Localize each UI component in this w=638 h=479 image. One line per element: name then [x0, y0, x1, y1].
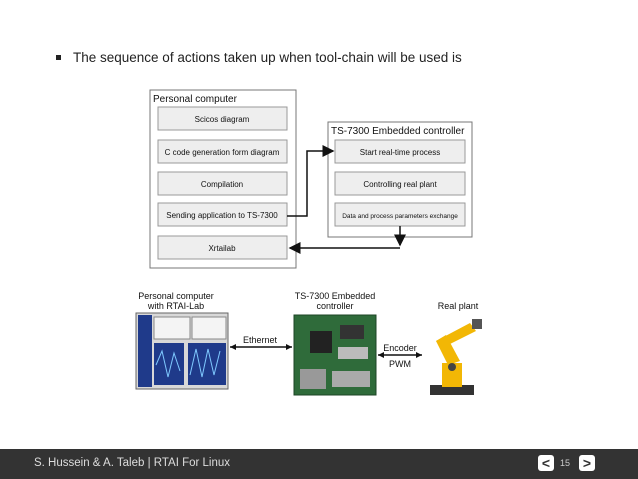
ts-title: TS-7300 Embedded controller: [331, 126, 465, 137]
pc-step-box: [157, 106, 288, 131]
page-number: 15: [560, 458, 571, 468]
footer-author-title: S. Hussein & A. Taleb | RTAI For Linux: [34, 457, 231, 469]
screen-waveform: [189, 348, 221, 378]
ts-photo-label-1: TS-7300 Embedded: [295, 291, 376, 301]
ethernet-label: Ethernet: [243, 335, 278, 345]
pc-step-label: Sending application to TS-7300: [166, 211, 278, 220]
screen-window: [191, 316, 227, 340]
board-chip: [340, 325, 364, 339]
pc-step-label: Xrtailab: [208, 244, 236, 253]
pc-step-box: [157, 202, 288, 227]
screen-plot: [154, 343, 184, 385]
bullet-point: The sequence of actions taken up when to…: [56, 50, 462, 65]
hardware-photo: Personal computer with RTAI-Lab Ethernet…: [135, 291, 482, 396]
screen-window: [153, 316, 191, 340]
footer-bar: S. Hussein & A. Taleb | RTAI For Linux <…: [0, 449, 638, 479]
ts-step-label: Controlling real plant: [363, 180, 437, 189]
next-slide-button[interactable]: >: [579, 455, 595, 471]
board-chip: [310, 331, 332, 353]
plant-label: Real plant: [438, 301, 479, 311]
robot-arm-image: [430, 319, 482, 395]
send-arrow: [287, 145, 335, 217]
prev-slide-button[interactable]: <: [538, 455, 554, 471]
screen-waveform: [155, 349, 181, 378]
pc-step-label: Scicos diagram: [195, 115, 250, 124]
pc-step-box: [157, 235, 288, 260]
flow-diagram: Personal computer Scicos diagram C code …: [149, 89, 473, 269]
pc-step-box: [157, 171, 288, 196]
pc-photo-label-2: with RTAI-Lab: [147, 301, 204, 311]
board-connector: [300, 369, 326, 389]
pwm-label: PWM: [389, 359, 411, 369]
ts-step-box: [334, 139, 466, 164]
bullet-text: The sequence of actions taken up when to…: [73, 50, 462, 65]
board-connector: [338, 347, 368, 359]
bullet-marker: [56, 55, 61, 60]
pc-title: Personal computer: [153, 94, 238, 105]
pc-step-label: C code generation form diagram: [165, 148, 280, 157]
pc-step-label: Compilation: [201, 180, 243, 189]
pc-photo-label-1: Personal computer: [138, 291, 214, 301]
screen-panel: [138, 315, 152, 387]
board-connector: [332, 371, 370, 387]
ts-step-box: [334, 171, 466, 196]
ts-photo-label-2: controller: [316, 301, 353, 311]
encoder-label: Encoder: [383, 343, 417, 353]
ts-step-label: Start real-time process: [360, 148, 440, 157]
screen-plot: [188, 343, 226, 385]
pc-step-box: [157, 139, 288, 164]
ts-step-label: Data and process parameters exchange: [342, 213, 458, 220]
